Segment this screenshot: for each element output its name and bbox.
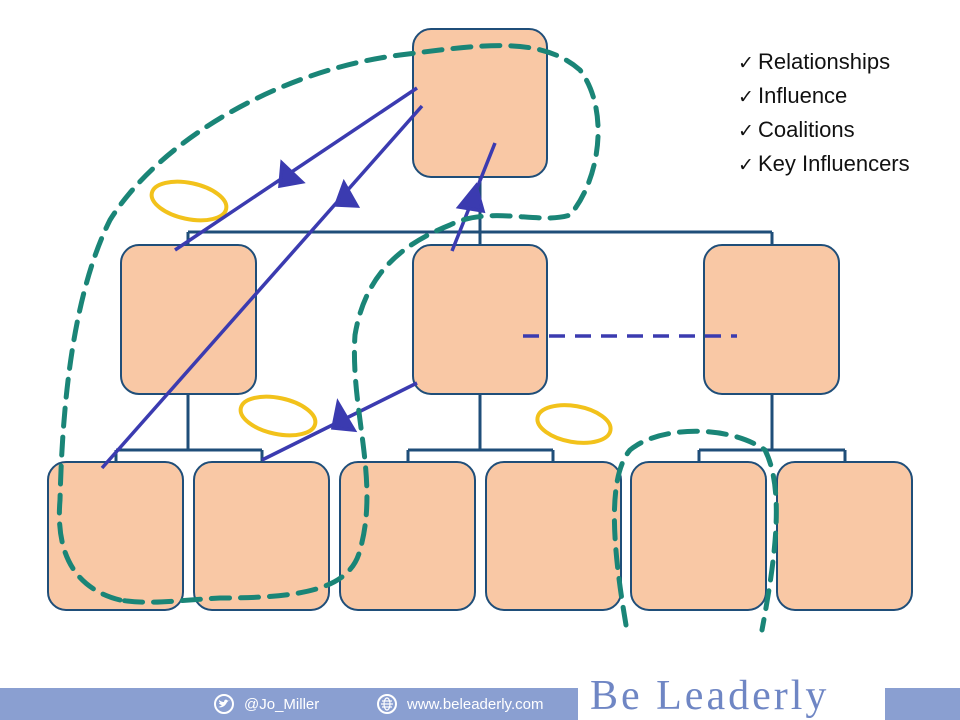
influence-arrow-line xyxy=(100,104,424,470)
arrowhead-icon xyxy=(278,159,306,189)
org-box-level3 xyxy=(47,461,184,611)
checklist-item: ✓Influence xyxy=(738,80,910,114)
twitter-handle: @Jo_Miller xyxy=(244,695,320,713)
twitter-icon xyxy=(214,694,234,714)
relationship-rings xyxy=(149,179,613,445)
check-icon: ✓ xyxy=(738,121,754,142)
brand-logo: Be Leaderly xyxy=(590,673,830,719)
org-boxes xyxy=(47,28,913,611)
arrowhead-icon xyxy=(330,398,358,433)
checklist-label: Influence xyxy=(758,83,848,108)
checklist-item: ✓Coalitions xyxy=(738,114,910,148)
arrowhead-icon xyxy=(455,182,486,214)
globe-icon xyxy=(377,694,397,714)
checklist: ✓Relationships ✓Influence ✓Coalitions ✓K… xyxy=(738,46,910,182)
twitter-link[interactable]: @Jo_Miller xyxy=(214,693,319,715)
relationship-ring xyxy=(535,403,613,445)
check-icon: ✓ xyxy=(738,53,754,74)
footer: @Jo_Miller www.beleaderly.com Be Leaderl… xyxy=(0,673,960,720)
influence-arrow-line xyxy=(174,86,418,252)
checklist-item: ✓Relationships xyxy=(738,46,910,80)
checklist-label: Relationships xyxy=(758,49,891,74)
org-box-level3 xyxy=(485,461,622,611)
org-box-level3 xyxy=(339,461,476,611)
website-link[interactable]: www.beleaderly.com xyxy=(377,693,543,715)
check-icon: ✓ xyxy=(738,155,754,176)
relationship-ring xyxy=(149,179,229,223)
influence-arrows xyxy=(100,86,497,470)
footer-bar xyxy=(0,688,578,720)
coalition-boundaries xyxy=(56,43,779,633)
org-connectors xyxy=(114,176,847,462)
checklist-label: Coalitions xyxy=(758,117,855,142)
check-icon: ✓ xyxy=(738,87,754,108)
org-box-level2 xyxy=(120,244,257,395)
relationship-ring xyxy=(238,394,318,438)
org-box-level3 xyxy=(630,461,767,611)
checklist-item: ✓Key Influencers xyxy=(738,148,910,182)
org-box-level3 xyxy=(776,461,913,611)
org-box-level3 xyxy=(193,461,330,611)
footer-bar xyxy=(885,688,960,720)
org-box-level2 xyxy=(703,244,840,395)
org-box-level2 xyxy=(412,244,548,395)
coalition-boundary-large xyxy=(56,43,601,605)
coalition-boundary-small xyxy=(611,428,779,633)
arrowhead-icon xyxy=(333,178,361,208)
checklist-label: Key Influencers xyxy=(758,151,910,176)
website-url: www.beleaderly.com xyxy=(407,695,544,713)
